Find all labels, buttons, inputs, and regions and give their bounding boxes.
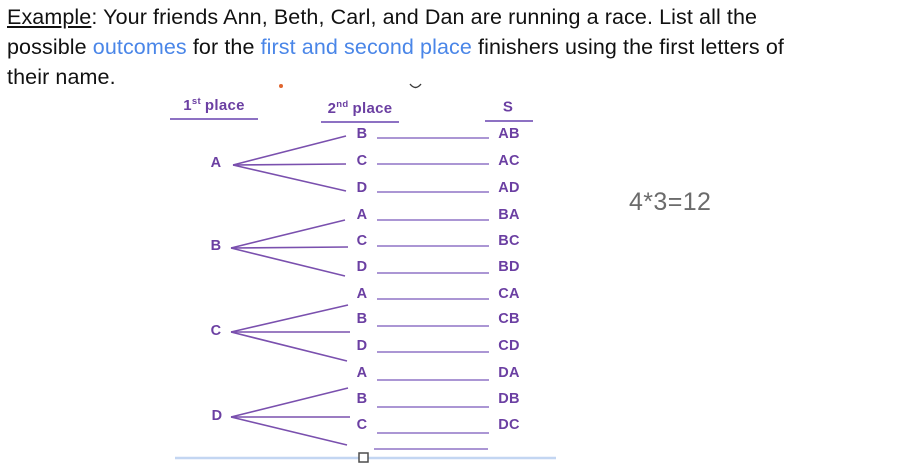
branch-fan-a xyxy=(232,135,347,192)
second-place-letter: C xyxy=(356,233,368,249)
second-place-letter: D xyxy=(356,338,368,354)
outcome-label: BA xyxy=(498,207,520,223)
header-num: 1 xyxy=(183,97,192,114)
header-word: place xyxy=(352,100,393,117)
problem-line-3: their name. xyxy=(7,62,901,92)
second-place-letter: A xyxy=(356,286,368,302)
branch-fan-d xyxy=(230,387,350,446)
second-place-letter: D xyxy=(356,180,368,196)
first-place-letter: D xyxy=(211,408,223,424)
problem-statement: Example: Your friends Ann, Beth, Carl, a… xyxy=(7,2,901,93)
second-place-letter: C xyxy=(356,153,368,169)
selection-handle[interactable] xyxy=(358,452,369,463)
header-sup: nd xyxy=(336,99,349,110)
example-label: Example xyxy=(7,5,92,29)
header-sample-space: S xyxy=(502,98,514,116)
outcome-label: CD xyxy=(498,338,520,354)
second-place-letter: C xyxy=(356,417,368,433)
answer-blank-lines xyxy=(374,137,489,450)
outcome-label: CA xyxy=(498,286,520,302)
outcome-label: AB xyxy=(498,126,520,142)
first-place-letter: B xyxy=(210,238,222,254)
outcome-label: DB xyxy=(498,391,520,407)
branch-fan-b xyxy=(230,219,349,277)
outcome-label: BD xyxy=(498,259,520,275)
outcome-label: CB xyxy=(498,311,520,327)
second-place-letter: A xyxy=(356,207,368,223)
second-place-letter: B xyxy=(356,126,368,142)
second-place-letter: B xyxy=(356,391,368,407)
outcome-label: AC xyxy=(498,153,520,169)
outcome-label: DA xyxy=(498,365,520,381)
problem-text: finishers using the first letters of xyxy=(471,35,784,60)
second-place-letter: A xyxy=(356,365,368,381)
outcome-label: AD xyxy=(498,180,520,196)
second-place-letter: D xyxy=(356,259,368,275)
problem-line-2: possible outcomes for the first and seco… xyxy=(7,32,901,62)
problem-text: : Your friends Ann, Beth, Carl, and Dan … xyxy=(91,5,758,29)
second-place-letter: B xyxy=(356,311,368,327)
highlight-outcomes: outcomes xyxy=(92,35,187,60)
first-place-letter: A xyxy=(210,155,222,171)
highlight-places: first and second place xyxy=(260,35,472,60)
problem-line-1: Example: Your friends Ann, Beth, Carl, a… xyxy=(7,2,901,32)
header-sup: st xyxy=(191,96,201,107)
header-word: place xyxy=(204,97,245,114)
counting-formula: 4*3=12 xyxy=(629,188,712,216)
outcome-label: BC xyxy=(498,233,520,249)
first-place-letter: C xyxy=(210,323,222,339)
problem-text: their name. xyxy=(7,65,116,90)
outcome-label: DC xyxy=(498,417,520,433)
stray-curve-mark xyxy=(409,83,422,89)
branch-fan-c xyxy=(230,304,350,362)
stray-dot-mark xyxy=(279,84,283,88)
header-num: 2 xyxy=(327,100,337,117)
problem-text: for the xyxy=(186,35,261,60)
problem-text: possible xyxy=(7,35,93,60)
